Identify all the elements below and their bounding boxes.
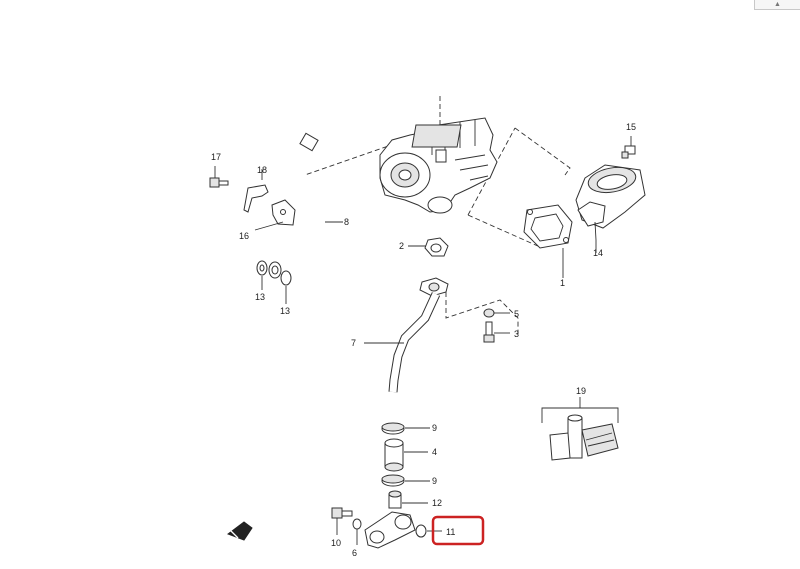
callout-10: 10 xyxy=(331,538,341,548)
callout-19: 19 xyxy=(576,386,586,396)
bolt-10 xyxy=(331,507,353,535)
oil-return-fitting xyxy=(364,511,416,549)
bolt-15 xyxy=(621,136,636,159)
oil-feed-pipe-8 xyxy=(282,121,343,274)
callout-17: 17 xyxy=(211,152,221,162)
callout-15: 15 xyxy=(626,122,636,132)
turbocharger xyxy=(304,96,571,248)
callout-12: 12 xyxy=(432,498,442,508)
union-12 xyxy=(388,490,428,509)
o-ring-11 xyxy=(415,524,442,538)
front-arrow-icon xyxy=(226,521,253,541)
washer-5 xyxy=(483,308,510,318)
gasket-2 xyxy=(408,237,449,257)
bolt-3 xyxy=(483,321,510,343)
callout-9b: 9 xyxy=(432,476,437,486)
callout-8: 8 xyxy=(344,217,349,227)
bolt-17 xyxy=(209,166,229,188)
washer-13-left xyxy=(256,260,268,290)
callout-2: 2 xyxy=(399,241,404,251)
clamp-9-upper xyxy=(381,422,430,435)
callout-14: 14 xyxy=(593,248,603,258)
callout-7: 7 xyxy=(351,338,356,348)
highlight-box-11[interactable] xyxy=(431,515,485,546)
hose-4 xyxy=(384,438,428,472)
callout-11: 11 xyxy=(446,527,455,537)
callout-3: 3 xyxy=(514,329,519,339)
callout-6: 6 xyxy=(352,548,357,558)
clamp-16 xyxy=(254,199,296,231)
outlet-elbow-14 xyxy=(575,164,646,253)
callout-5: 5 xyxy=(514,309,519,319)
callout-16: 16 xyxy=(239,231,249,241)
clamp-9-lower xyxy=(381,474,430,487)
callout-13b: 13 xyxy=(280,306,290,316)
scroll-up-button[interactable]: ▲ xyxy=(754,0,800,10)
callout-13a: 13 xyxy=(255,292,265,302)
washer-6 xyxy=(352,518,362,545)
kit-19 xyxy=(541,397,619,461)
washer-13-right xyxy=(268,261,292,304)
gasket-1 xyxy=(523,204,573,278)
callout-4: 4 xyxy=(432,447,437,457)
callout-9a: 9 xyxy=(432,423,437,433)
callout-18: 18 xyxy=(257,165,267,175)
callout-1: 1 xyxy=(560,278,565,288)
bracket-18 xyxy=(243,169,269,213)
oil-return-pipe-7 xyxy=(364,277,519,393)
